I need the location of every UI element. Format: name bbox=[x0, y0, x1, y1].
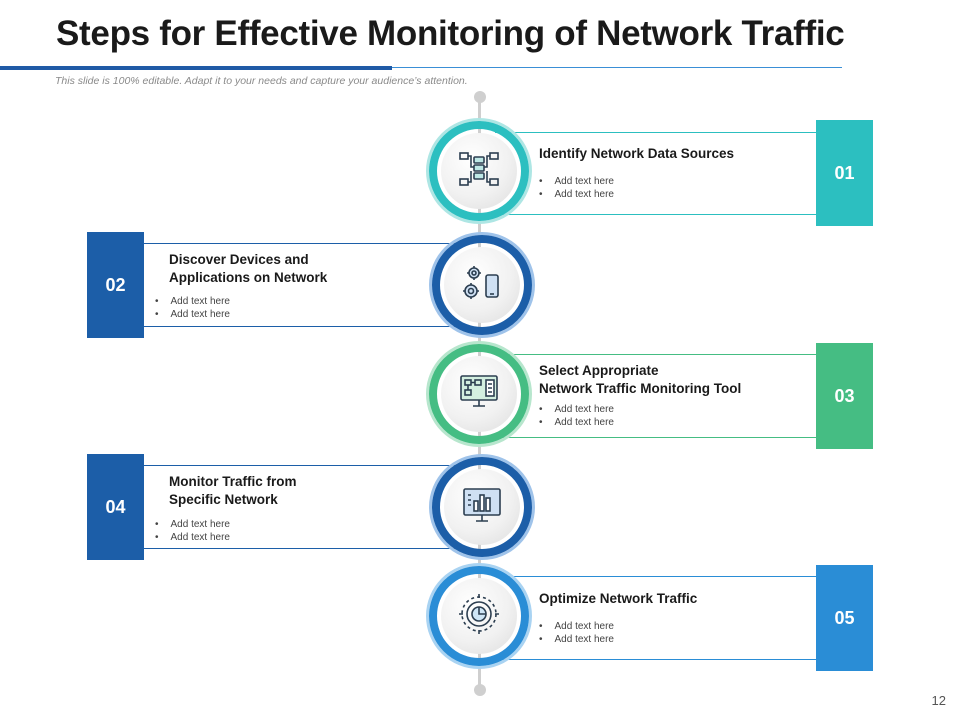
step-1-box bbox=[495, 132, 817, 215]
monitor-bar-chart-icon bbox=[460, 483, 504, 532]
step-2-number: 02 bbox=[87, 232, 144, 338]
step-1-number: 01 bbox=[816, 120, 873, 226]
step-5-number: 05 bbox=[816, 565, 873, 671]
network-sources-icon bbox=[457, 147, 501, 196]
step-4-box bbox=[143, 465, 465, 549]
step-5-box bbox=[495, 576, 817, 660]
step-2-box bbox=[143, 243, 465, 327]
step-4-bullet: Add text here bbox=[155, 531, 230, 544]
step-1-bullet: Add text here bbox=[539, 188, 614, 201]
step-4-bullet: Add text here bbox=[155, 518, 230, 531]
step-3-title: Select Appropriate Network Traffic Monit… bbox=[539, 363, 742, 396]
step-5-bullet: Add text here bbox=[539, 633, 614, 646]
timeline-top-dot bbox=[473, 91, 486, 103]
step-2-bullet: Add text here bbox=[155, 308, 230, 321]
step-1-bullet: Add text here bbox=[539, 175, 614, 188]
step-3-number: 03 bbox=[816, 343, 873, 449]
step-2-title: Discover Devices and Applications on Net… bbox=[169, 252, 328, 285]
step-4-circle bbox=[432, 457, 532, 557]
step-4-title: Monitor Traffic from Specific Network bbox=[169, 474, 297, 507]
step-1-title: Identify Network Data Sources bbox=[539, 146, 735, 161]
step-3-bullet: Add text here bbox=[539, 403, 614, 416]
gear-mobile-icon bbox=[460, 261, 504, 310]
step-4-number: 04 bbox=[87, 454, 144, 560]
step-5-bullet: Add text here bbox=[539, 620, 614, 633]
step-4-bullets: Add text here Add text here bbox=[155, 518, 230, 544]
step-3-bullets: Add text here Add text here bbox=[539, 403, 614, 429]
step-2-bullet: Add text here bbox=[155, 295, 230, 308]
step-1-bullets: Add text here Add text here bbox=[539, 175, 614, 201]
title-underline-thin bbox=[392, 67, 842, 68]
step-2-bullets: Add text here Add text here bbox=[155, 295, 230, 321]
slide-title: Steps for Effective Monitoring of Networ… bbox=[56, 14, 845, 53]
step-3-circle bbox=[429, 344, 529, 444]
page-number: 12 bbox=[931, 693, 946, 708]
step-2-circle bbox=[432, 235, 532, 335]
step-5-bullets: Add text here Add text here bbox=[539, 620, 614, 646]
step-3-box bbox=[495, 354, 817, 438]
step-3-bullet: Add text here bbox=[539, 416, 614, 429]
step-1-circle bbox=[429, 121, 529, 221]
monitor-flowchart-icon bbox=[457, 370, 501, 419]
slide-subtitle: This slide is 100% editable. Adapt it to… bbox=[55, 75, 468, 87]
timeline-bottom-dot bbox=[473, 684, 486, 696]
title-underline bbox=[0, 66, 392, 70]
step-5-title: Optimize Network Traffic bbox=[539, 591, 698, 606]
step-5-circle bbox=[429, 566, 529, 666]
target-pie-icon bbox=[457, 592, 501, 641]
